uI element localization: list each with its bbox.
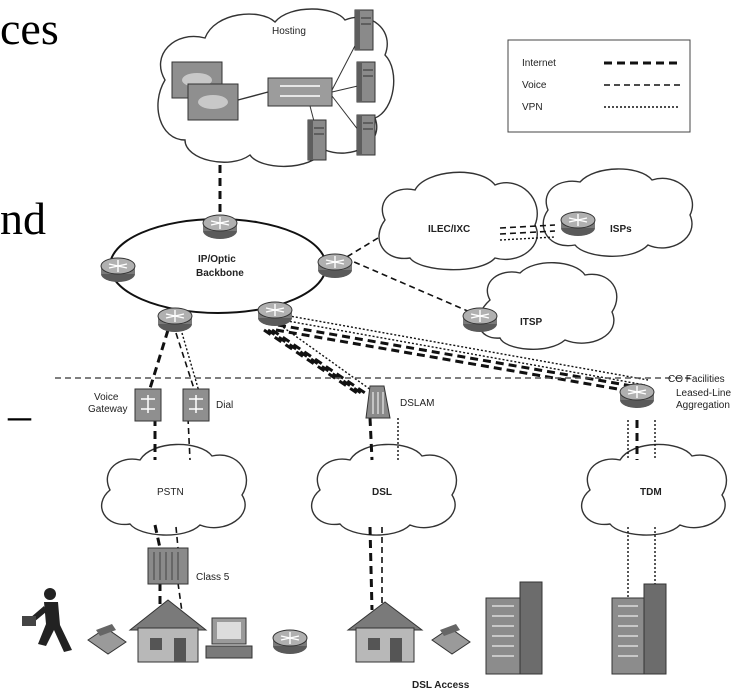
dsl-cloud [310, 443, 458, 536]
phone-1-icon [87, 624, 127, 655]
house-2-icon [346, 601, 424, 663]
tdm-label: TDM [640, 487, 662, 498]
class5-label: Class 5 [196, 572, 230, 583]
backbone-router-right-icon [317, 253, 353, 279]
ilec-label: ILEC/IXC [428, 224, 470, 235]
dsl-customer-router-icon [272, 629, 308, 655]
hosting-server-3-icon [356, 114, 376, 156]
class5-switch-icon [147, 547, 189, 585]
co-facilities-label: CO Facilities [668, 374, 725, 385]
leased-line-label-1: Leased-Line [676, 388, 731, 399]
itsp-label: ITSP [520, 317, 543, 328]
dial-label: Dial [216, 400, 233, 411]
hosting-server-1-icon [354, 9, 374, 51]
slide-text-fragment-dash: – [8, 389, 31, 440]
dsl-label: DSL [372, 487, 392, 498]
backbone-router-bottom-right-icon [257, 301, 293, 327]
dslam-icon [365, 385, 391, 419]
ilec-cloud [378, 171, 538, 271]
legend-voice-label: Voice [522, 80, 547, 91]
pstn-cloud [100, 443, 248, 536]
voice-gateway-label-1: Voice [94, 392, 119, 403]
voice-gateway-icon [134, 388, 162, 422]
backbone-label-line1: IP/Optic [198, 254, 236, 265]
dsl-access-label: DSL Access [412, 680, 470, 691]
legend-vpn-label: VPN [522, 102, 543, 113]
phone-2-icon [431, 624, 471, 655]
tdm-cloud [580, 443, 728, 536]
hosting-router-2 [187, 83, 239, 121]
office-building-1-icon [485, 581, 543, 675]
running-person-icon [22, 588, 72, 652]
office-building-2-icon [611, 583, 667, 675]
isps-cloud [542, 168, 694, 257]
backbone-router-top-icon [202, 214, 238, 240]
computer-icon [205, 617, 253, 659]
isps-label: ISPs [610, 224, 632, 235]
slide-text-fragment-top: ces [0, 3, 59, 54]
backbone-label-line2: Backbone [196, 268, 244, 279]
hosting-switch [267, 77, 333, 107]
leased-line-label-2: Aggregation [676, 400, 730, 411]
hosting-label: Hosting [272, 26, 306, 37]
itsp-router-icon [462, 307, 498, 333]
isps-router-icon [560, 211, 596, 237]
backbone-router-bottom-left-icon [157, 307, 193, 333]
dslam-label: DSLAM [400, 398, 434, 409]
slide-text-fragment-mid: nd [0, 193, 46, 244]
legend-internet-label: Internet [522, 58, 556, 69]
hosting-server-4-icon [307, 119, 327, 161]
house-1-icon [128, 599, 208, 663]
leased-line-router-icon [619, 383, 655, 409]
dial-gateway-icon [182, 388, 210, 422]
legend-box [507, 39, 691, 133]
voice-gateway-label-2: Gateway [88, 404, 127, 415]
hosting-server-2-icon [356, 61, 376, 103]
backbone-router-left-icon [100, 257, 136, 283]
itsp-cloud [477, 262, 618, 350]
pstn-label: PSTN [157, 487, 184, 498]
